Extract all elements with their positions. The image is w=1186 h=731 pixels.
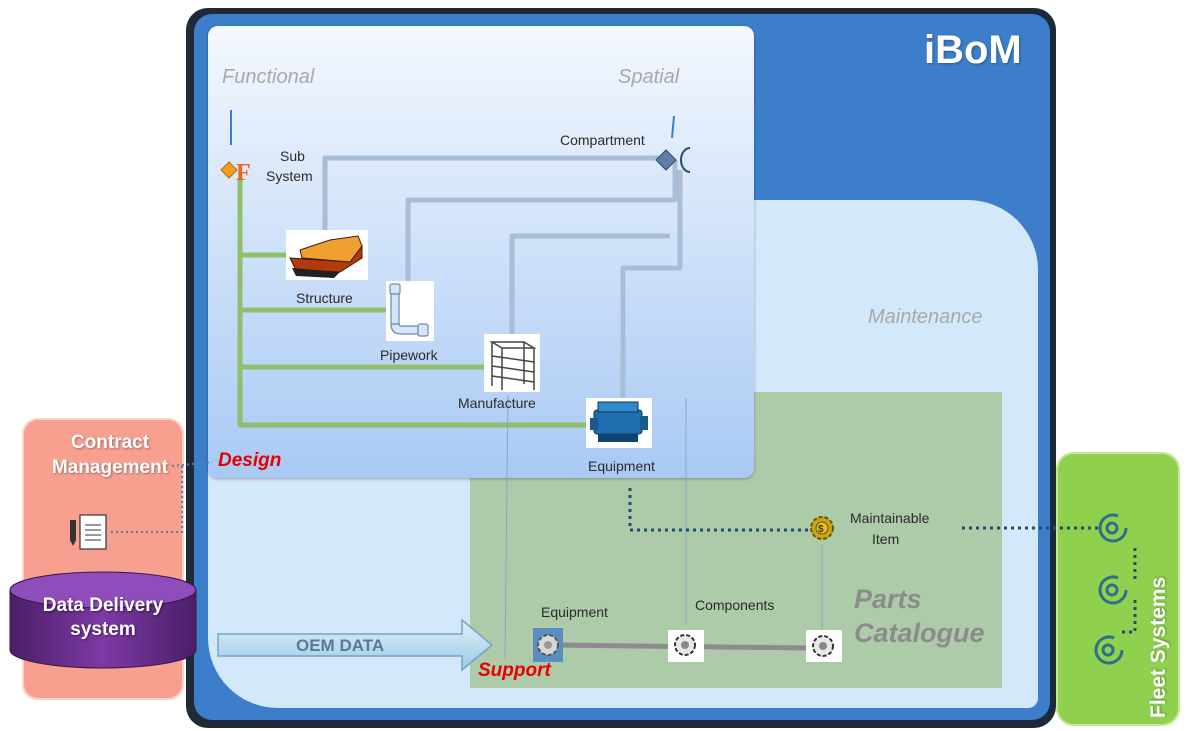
- fleet-clock-icon: [1094, 635, 1124, 665]
- maintainable-line1: Maintainable: [850, 510, 930, 526]
- link-equipment-maintainable: [628, 488, 810, 532]
- contract-management-label: Contract Management: [40, 430, 180, 480]
- design-label: Design: [218, 450, 282, 471]
- sub-system-line1: Sub: [280, 148, 305, 164]
- pipework-icon: [386, 281, 434, 341]
- oem-data-label: OEM DATA: [296, 636, 385, 655]
- maintenance-label: Maintenance: [868, 306, 983, 328]
- contract-line1: Contract: [70, 432, 150, 453]
- data-delivery-label: Data Delivery system: [10, 594, 196, 642]
- svg-text:$: $: [818, 524, 824, 535]
- functional-trunk: [237, 178, 592, 428]
- spatial-link-pipework: [405, 160, 678, 290]
- engine-icon: [586, 398, 652, 448]
- spatial-link-equipment: [620, 170, 683, 398]
- data-delivery-line2: system: [70, 619, 136, 640]
- compartment-label: Compartment: [560, 132, 645, 148]
- sub-system-icon: F: [220, 160, 251, 186]
- maintainable-item-label: Maintainable Item: [850, 508, 929, 550]
- contract-document-icon: [70, 514, 107, 550]
- contract-line2: Management: [51, 457, 169, 478]
- compartment-icon: [655, 147, 691, 173]
- spatial-link-manufacture: [509, 233, 670, 338]
- structure-icon: [286, 230, 368, 280]
- catalogue-component-gear-icon: [668, 630, 704, 662]
- catalogue-components-label: Components: [695, 597, 775, 613]
- catalogue-equipment-label: Equipment: [541, 604, 608, 620]
- parts-catalogue-line1: Parts: [854, 584, 922, 614]
- sub-system-label: Sub System: [266, 146, 313, 186]
- database-icon: [9, 571, 197, 669]
- ibom-title: iBoM: [924, 28, 1022, 72]
- sub-system-line2: System: [266, 168, 313, 184]
- manufacture-label: Manufacture: [458, 395, 536, 411]
- functional-label: Functional: [222, 66, 315, 88]
- fleet-clock-icon: [1098, 575, 1128, 605]
- manufacture-icon: [484, 334, 540, 392]
- spatial-link-structure: [322, 155, 665, 235]
- fleet-systems-label: Fleet Systems: [1147, 576, 1170, 718]
- maintainable-gear-icon: $: [810, 516, 834, 540]
- equipment-label: Equipment: [588, 458, 655, 474]
- parts-catalogue-label: Parts Catalogue: [854, 582, 985, 650]
- pipework-label: Pipework: [380, 347, 438, 363]
- support-label: Support: [478, 660, 551, 681]
- spatial-label: Spatial: [618, 66, 680, 88]
- data-delivery-line1: Data Delivery: [42, 595, 164, 616]
- svg-text:F: F: [236, 160, 251, 186]
- catalogue-part-gear-icon: [806, 630, 842, 662]
- catalogue-equipment-gear-icon: [533, 628, 563, 662]
- fleet-clock-icon: [1098, 513, 1128, 543]
- structure-label: Structure: [296, 290, 353, 306]
- maintainable-line2: Item: [872, 531, 900, 547]
- oem-data-arrow: [217, 618, 494, 672]
- parts-catalogue-line2: Catalogue: [854, 618, 985, 648]
